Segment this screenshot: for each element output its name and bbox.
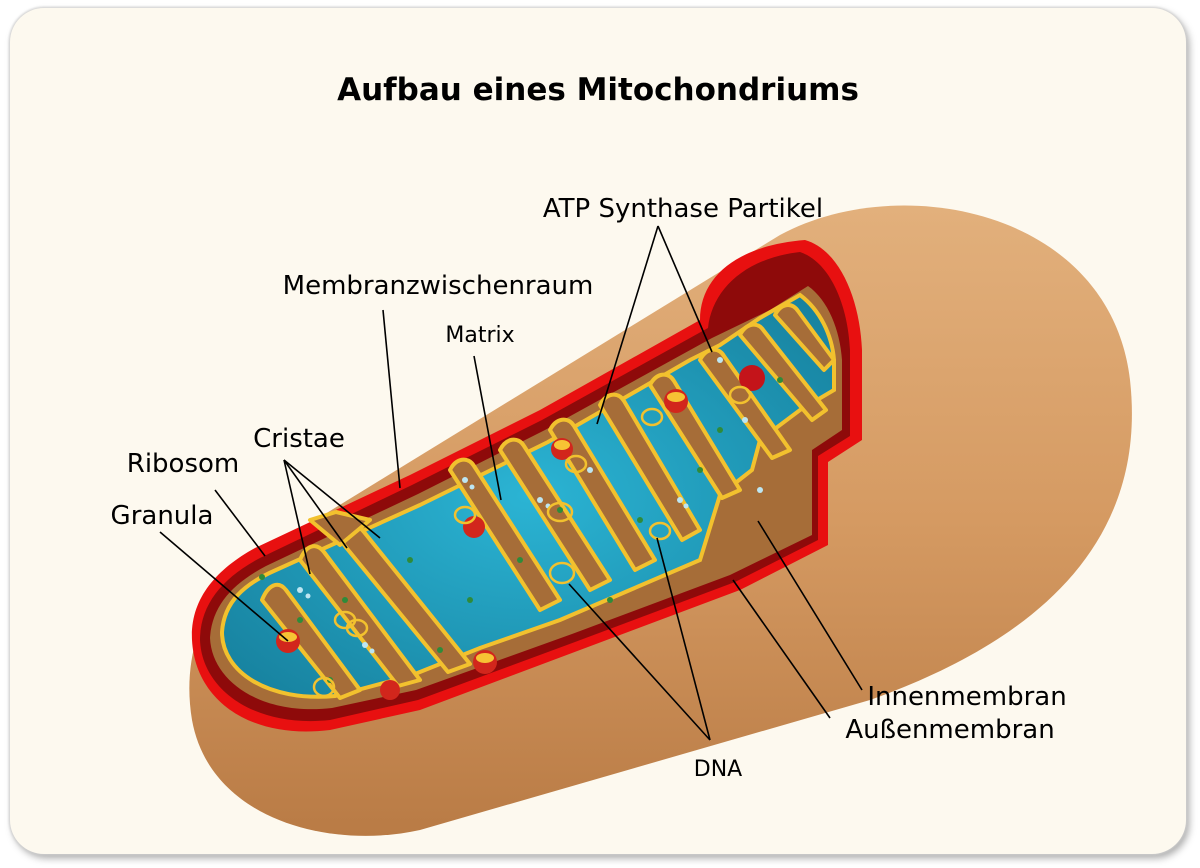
label-innenmembran: Innenmembran xyxy=(867,682,1066,712)
label-cristae: Cristae xyxy=(253,424,345,454)
matrix-particles xyxy=(297,357,763,654)
label-granula: Granula xyxy=(111,501,214,531)
label-atp-synthase: ATP Synthase Partikel xyxy=(543,194,823,224)
label-membranzwischenraum: Membranzwischenraum xyxy=(283,271,594,301)
ribosomes xyxy=(259,377,783,683)
dna-rings xyxy=(312,385,752,698)
label-ribosom: Ribosom xyxy=(127,449,239,479)
diagram-title: Aufbau eines Mitochondriums xyxy=(337,72,859,108)
label-dna: DNA xyxy=(694,757,742,782)
label-matrix: Matrix xyxy=(445,323,514,348)
label-aussenmembran: Außenmembran xyxy=(845,715,1054,745)
leader-lines xyxy=(159,225,863,741)
